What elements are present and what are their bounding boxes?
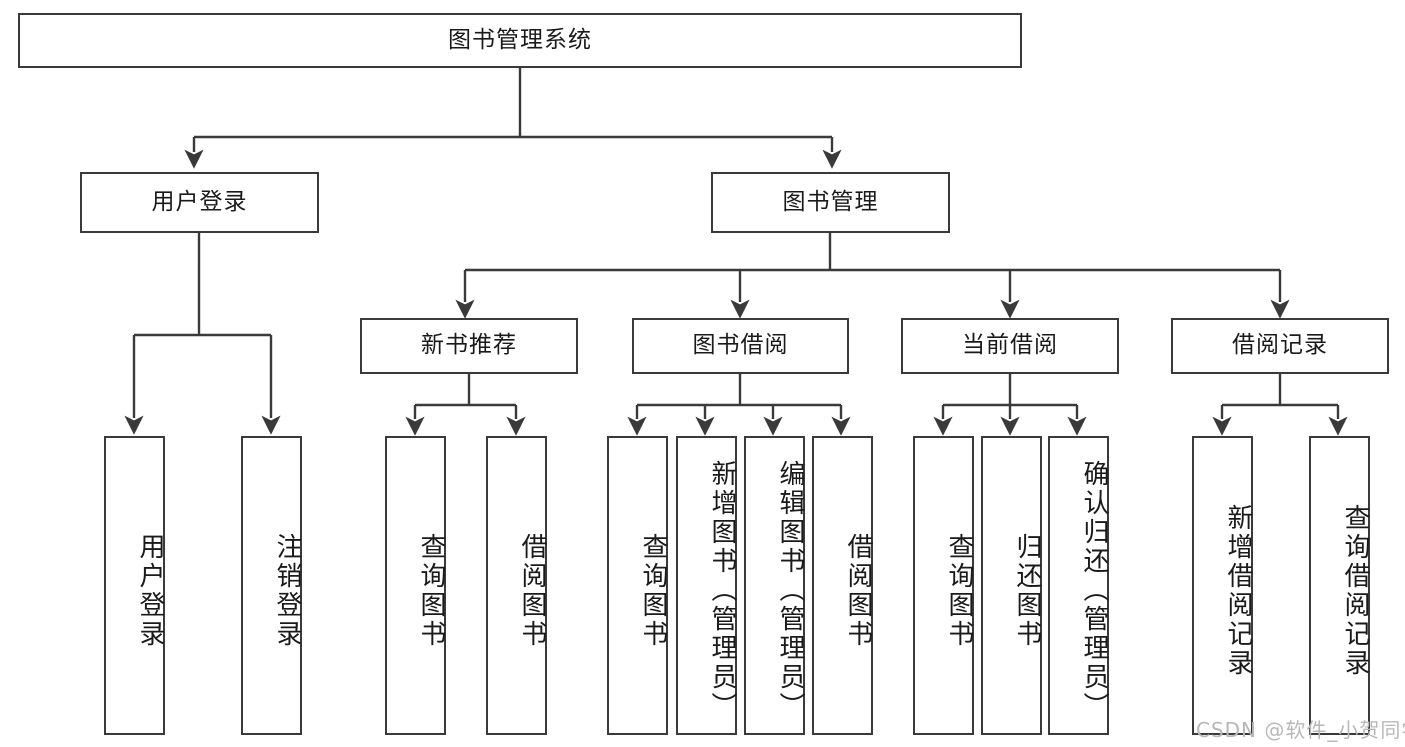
leaf-borrow-book-2[interactable]: 借阅图书: [812, 436, 873, 735]
csdn-watermark: CSDN @软件_小贺同学: [1196, 718, 1405, 742]
leaf-borrow-book-2-label: 借阅图书: [843, 532, 873, 649]
leaf-logout[interactable]: 注销登录: [241, 436, 302, 735]
leaf-confirm-return[interactable]: 确认归还（管理员）: [1048, 436, 1109, 735]
leaf-query-book-3[interactable]: 查询图书: [913, 436, 974, 735]
leaf-add-record-label: 新增借阅记录: [1223, 503, 1253, 678]
leaf-borrow-book-1[interactable]: 借阅图书: [486, 436, 547, 735]
node-root[interactable]: 图书管理系统: [18, 13, 1022, 68]
leaf-query-book-2-label: 查询图书: [638, 532, 668, 649]
leaf-query-book-1-label: 查询图书: [416, 532, 446, 649]
node-borrow-record[interactable]: 借阅记录: [1171, 318, 1389, 374]
leaf-query-book-1[interactable]: 查询图书: [385, 436, 446, 735]
leaf-return-book[interactable]: 归还图书: [981, 436, 1042, 735]
node-root-label: 图书管理系统: [448, 26, 592, 53]
leaf-add-record[interactable]: 新增借阅记录: [1192, 436, 1253, 735]
node-book-borrow-label: 图书借阅: [692, 332, 789, 359]
leaf-confirm-return-label: 确认归还（管理员）: [1079, 460, 1109, 721]
leaf-query-book-2[interactable]: 查询图书: [607, 436, 668, 735]
node-new-book-rec[interactable]: 新书推荐: [360, 318, 578, 374]
node-user-login[interactable]: 用户登录: [80, 172, 319, 233]
leaf-query-record[interactable]: 查询借阅记录: [1309, 436, 1370, 735]
leaf-user-login[interactable]: 用户登录: [104, 436, 165, 735]
node-book-manage[interactable]: 图书管理: [711, 172, 950, 233]
node-new-book-rec-label: 新书推荐: [421, 332, 517, 359]
node-borrow-record-label: 借阅记录: [1232, 332, 1328, 359]
node-book-manage-label: 图书管理: [782, 188, 879, 215]
leaf-add-book[interactable]: 新增图书（管理员）: [676, 436, 737, 735]
leaf-user-login-label: 用户登录: [135, 532, 165, 649]
node-user-login-label: 用户登录: [151, 188, 248, 215]
leaf-borrow-book-1-label: 借阅图书: [517, 532, 547, 649]
node-book-borrow[interactable]: 图书借阅: [632, 318, 849, 374]
node-current-borrow-label: 当前借阅: [962, 332, 1058, 359]
leaf-edit-book-label: 编辑图书（管理员）: [775, 460, 805, 721]
leaf-logout-label: 注销登录: [272, 532, 302, 649]
leaf-edit-book[interactable]: 编辑图书（管理员）: [744, 436, 805, 735]
node-current-borrow[interactable]: 当前借阅: [901, 318, 1119, 374]
leaf-query-book-3-label: 查询图书: [944, 532, 974, 649]
leaf-query-record-label: 查询借阅记录: [1340, 503, 1370, 678]
leaf-add-book-label: 新增图书（管理员）: [707, 460, 737, 721]
leaf-return-book-label: 归还图书: [1012, 532, 1042, 649]
